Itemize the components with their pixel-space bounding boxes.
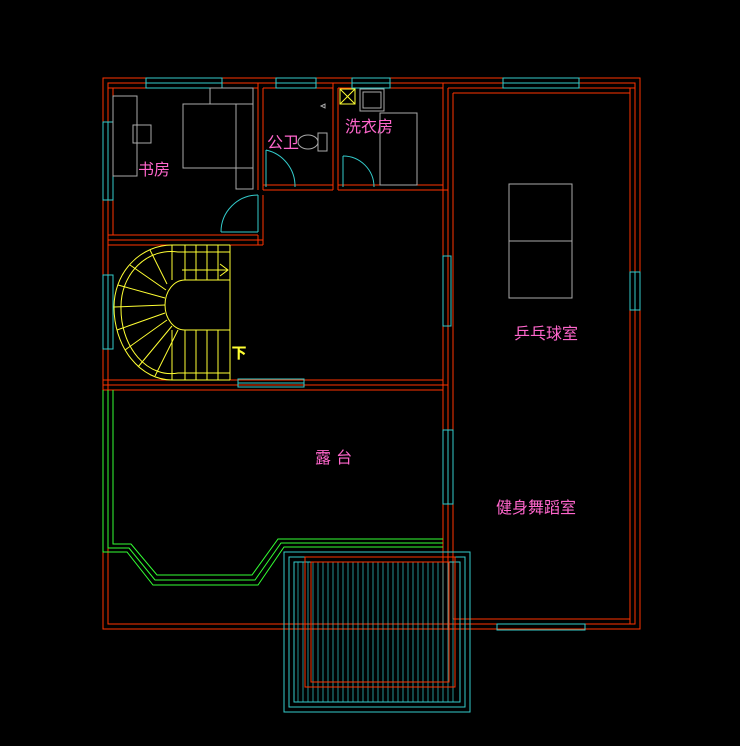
doors [220,149,375,233]
deck-slats [297,562,454,702]
windows [102,77,641,631]
room-label-pingpong: 乒乓球室 [514,324,578,343]
entrance-deck [283,551,471,713]
stair-down-label: 下 [232,346,246,362]
room-label-terrace: 露 台 [315,448,352,467]
room-label-gym-dance: 健身舞蹈室 [496,498,576,517]
terrace-wall [102,390,443,586]
room-label-bathroom: 公卫 [267,133,299,152]
room-labels: 书房 公卫 洗衣房 乒乓球室 露 台 健身舞蹈室 [138,117,578,517]
pingpong-table-icon [508,183,573,299]
room-label-laundry: 洗衣房 [345,117,393,136]
toilet-icon [297,132,328,152]
deck-inner-wall [304,556,456,688]
furniture [112,87,573,299]
bed-icon [182,87,254,190]
washbasin-icon [339,88,418,186]
room-label-study: 书房 [138,160,170,179]
desk-icon [112,95,152,177]
staircase: 下 [113,244,247,381]
outer-walls [102,77,641,630]
